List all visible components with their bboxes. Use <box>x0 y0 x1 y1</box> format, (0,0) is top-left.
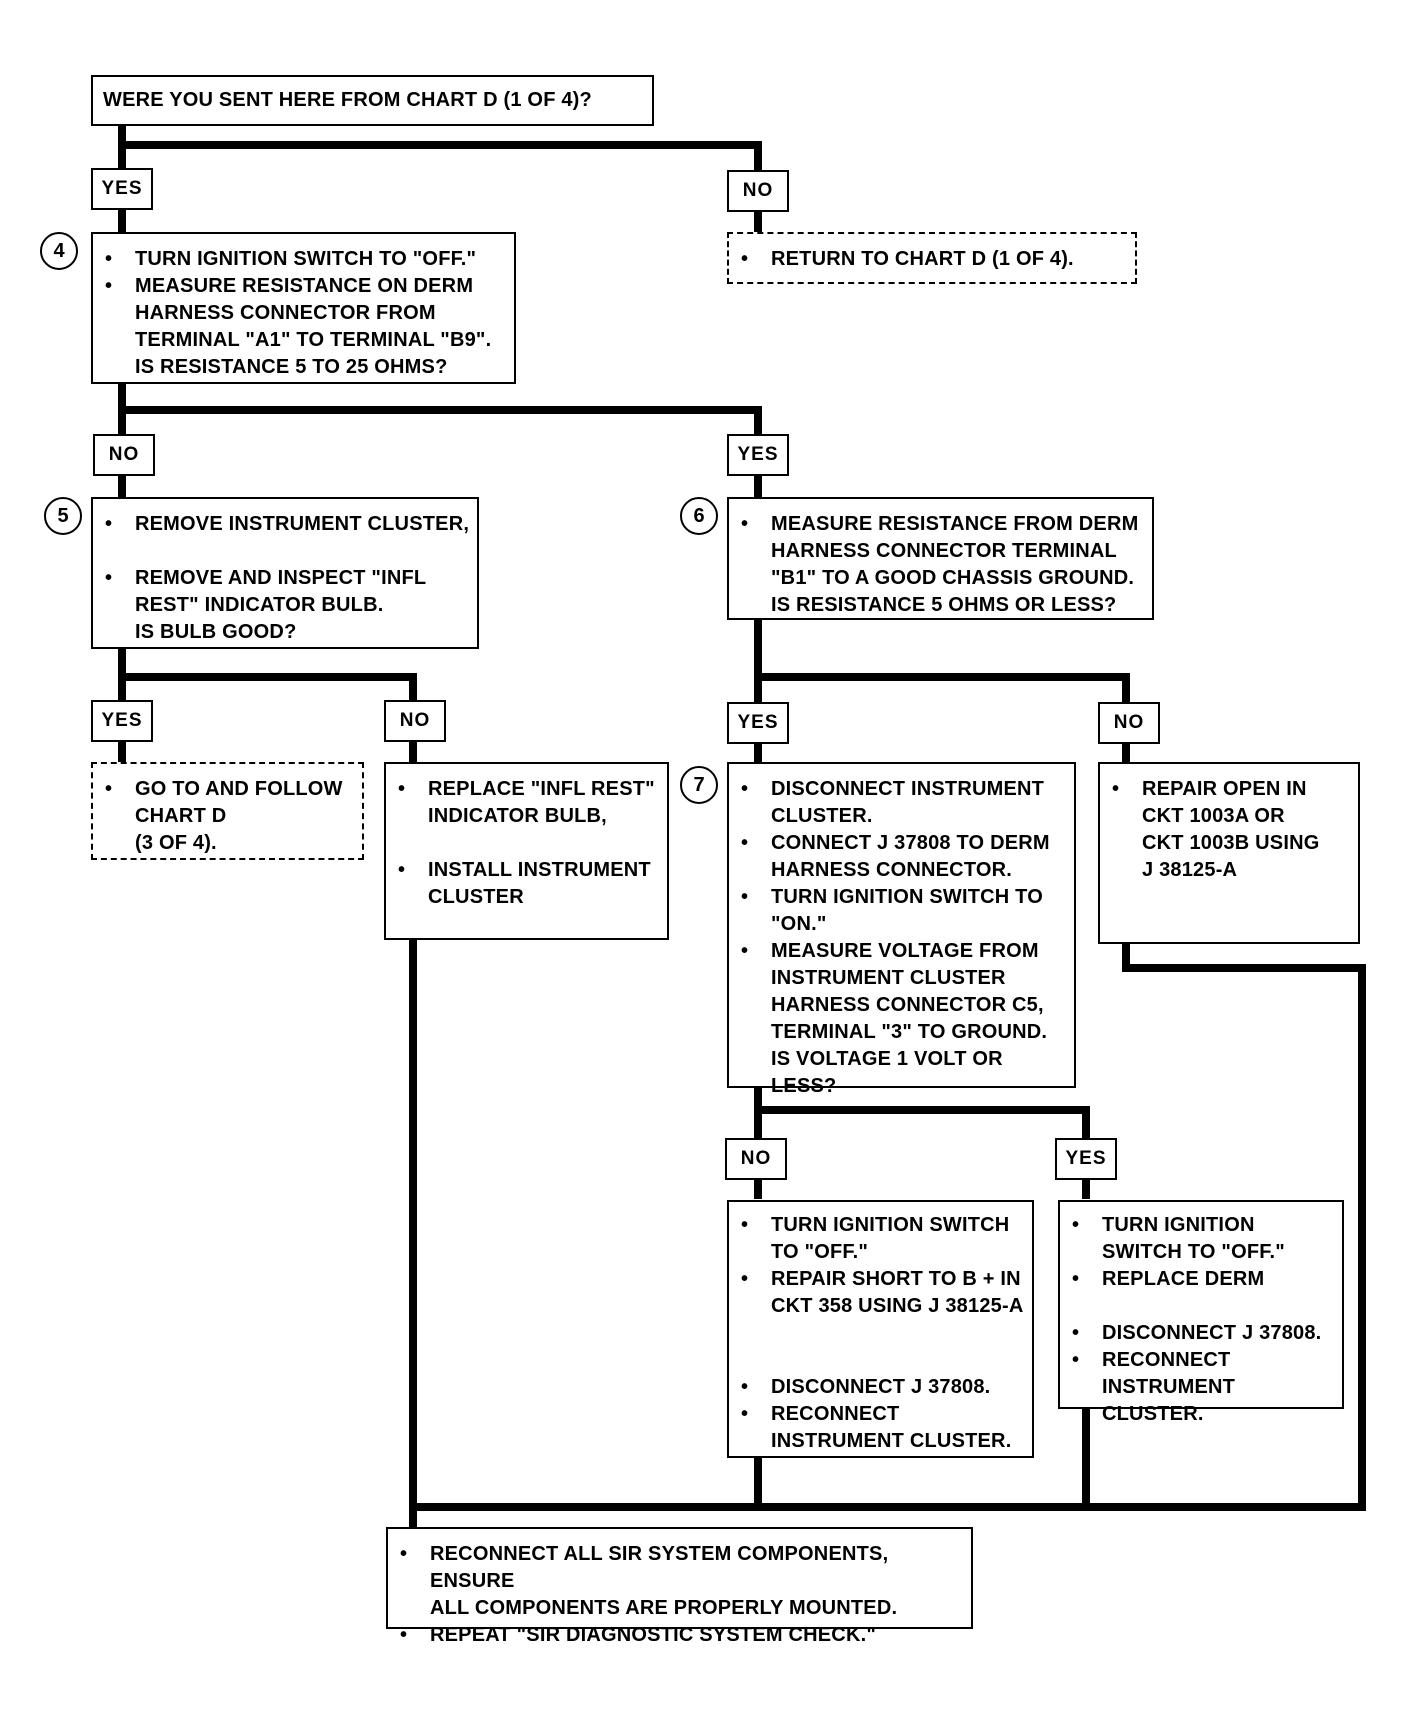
replace-derm-box: •TURN IGNITION SWITCH TO "OFF." •REPLACE… <box>1058 1200 1344 1425</box>
no-label: NO <box>384 700 446 742</box>
list-item: •DISCONNECT J 37808. <box>1072 1322 1322 1344</box>
list-item: •RECONNECT ALL SIR SYSTEM COMPONENTS, EN… <box>400 1543 898 1619</box>
list-item: •TURN IGNITION SWITCH TO "ON." <box>741 886 1043 935</box>
repair-open-box: •REPAIR OPEN IN CKT 1003A OR CKT 1003B U… <box>1098 762 1360 944</box>
list-item: •GO TO AND FOLLOW CHART D (3 OF 4). <box>105 778 343 854</box>
question-text: WERE YOU SENT HERE FROM CHART D (1 OF 4)… <box>103 89 592 111</box>
list-item: •RECONNECT INSTRUMENT CLUSTER. <box>1072 1349 1236 1425</box>
return-box: •RETURN TO CHART D (1 OF 4). <box>727 232 1137 284</box>
step-6-box: •MEASURE RESISTANCE FROM DERM HARNESS CO… <box>727 497 1154 620</box>
list-item: •TURN IGNITION SWITCH TO "OFF." <box>105 248 477 270</box>
step-number-5: 5 <box>44 497 82 535</box>
yes-label: YES <box>91 700 153 742</box>
no-label: NO <box>1098 702 1160 744</box>
list-item: •REMOVE AND INSPECT "INFL REST" INDICATO… <box>105 567 427 643</box>
yes-label: YES <box>1055 1138 1117 1180</box>
step-4-box: •TURN IGNITION SWITCH TO "OFF." •MEASURE… <box>91 232 516 384</box>
list-item: •RECONNECT INSTRUMENT CLUSTER. <box>741 1403 1012 1452</box>
repair-short-box: •TURN IGNITION SWITCH TO "OFF." •REPAIR … <box>727 1200 1034 1458</box>
list-item: •CONNECT J 37808 TO DERM HARNESS CONNECT… <box>741 832 1050 881</box>
step-number-4: 4 <box>40 232 78 270</box>
step-number-6: 6 <box>680 497 718 535</box>
final-box: •RECONNECT ALL SIR SYSTEM COMPONENTS, EN… <box>386 1527 973 1646</box>
list-item: •REPEAT "SIR DIAGNOSTIC SYSTEM CHECK." <box>400 1624 877 1646</box>
list-item: •MEASURE RESISTANCE ON DERM HARNESS CONN… <box>105 275 492 378</box>
list-item: •TURN IGNITION SWITCH TO "OFF." <box>741 1214 1010 1263</box>
yes-label: YES <box>91 168 153 210</box>
step-number-7: 7 <box>680 766 718 804</box>
replace-bulb-box: •REPLACE "INFL REST" INDICATOR BULB, •IN… <box>384 762 669 940</box>
list-item: •REPAIR SHORT TO B + IN CKT 358 USING J … <box>741 1268 1024 1317</box>
list-item: •INSTALL INSTRUMENT CLUSTER <box>398 859 651 908</box>
list-item: •RETURN TO CHART D (1 OF 4). <box>741 248 1074 270</box>
yes-label: YES <box>727 434 789 476</box>
goto-chart-box: •GO TO AND FOLLOW CHART D (3 OF 4). <box>91 762 364 860</box>
list-item: •REMOVE INSTRUMENT CLUSTER, <box>105 513 470 535</box>
step-7-box: •DISCONNECT INSTRUMENT CLUSTER. •CONNECT… <box>727 762 1076 1097</box>
step-5-box: •REMOVE INSTRUMENT CLUSTER, •REMOVE AND … <box>91 497 479 649</box>
list-item: •REPLACE "INFL REST" INDICATOR BULB, <box>398 778 655 827</box>
list-item: •DISCONNECT INSTRUMENT CLUSTER. <box>741 778 1045 827</box>
no-label: NO <box>93 434 155 476</box>
list-item: •REPLACE DERM <box>1072 1268 1265 1290</box>
list-item: •MEASURE RESISTANCE FROM DERM HARNESS CO… <box>741 513 1139 616</box>
list-item: •MEASURE VOLTAGE FROM INSTRUMENT CLUSTER… <box>741 940 1048 1097</box>
no-label: NO <box>727 170 789 212</box>
list-item: •TURN IGNITION SWITCH TO "OFF." <box>1072 1214 1285 1263</box>
list-item: •REPAIR OPEN IN CKT 1003A OR CKT 1003B U… <box>1112 778 1320 881</box>
list-item: •DISCONNECT J 37808. <box>741 1376 991 1398</box>
yes-label: YES <box>727 702 789 744</box>
no-label: NO <box>725 1138 787 1180</box>
question-box: WERE YOU SENT HERE FROM CHART D (1 OF 4)… <box>91 75 654 126</box>
